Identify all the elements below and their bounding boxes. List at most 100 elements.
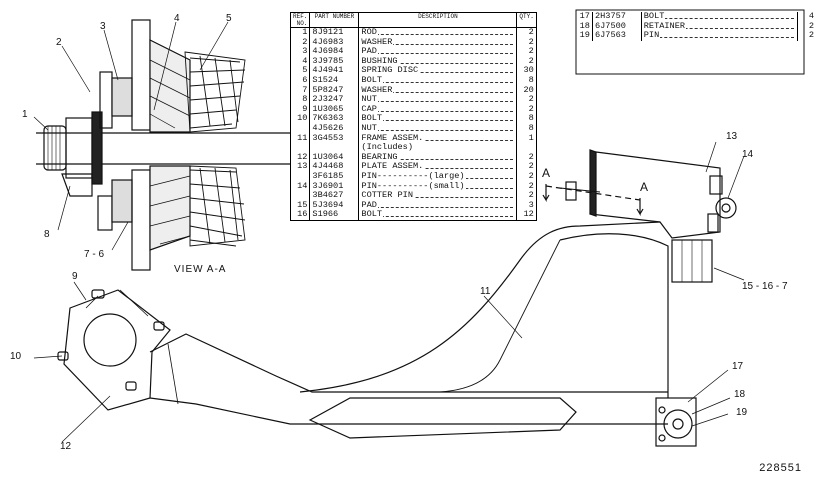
ref-cell: 16 (290, 209, 311, 221)
header-part-number: PART NUMBER (309, 12, 360, 28)
qty-cell: 8 (528, 74, 534, 85)
part-number-cell: 4J4468 (309, 162, 360, 172)
part-number-cell: 6J7500 (592, 21, 642, 32)
qty-cell: 4 (808, 11, 814, 21)
part-number-cell: 2J3247 (309, 95, 360, 105)
ref-cell: 9 (290, 104, 311, 115)
qty-cell: 2 (528, 46, 534, 57)
ref-cell: 14 (290, 181, 311, 192)
description-cell: NUT (358, 123, 518, 134)
part-number-cell: 4J6983 (309, 37, 360, 48)
qty-cell: 2 (528, 180, 534, 191)
ref-cell: 2 (290, 37, 311, 48)
qty-cell: 2 (528, 94, 534, 105)
qty-cell: 2 (528, 103, 534, 114)
callout-10: 10 (10, 351, 22, 362)
description-cell: PIN (641, 31, 799, 41)
ref-cell: 1 (290, 27, 311, 38)
description-cell: BUSHING (358, 56, 518, 67)
ref-cell: 6 (290, 75, 311, 86)
ref-cell: 3 (290, 47, 311, 57)
header-description: DESCRIPTION (358, 12, 518, 28)
callout-9: 9 (72, 271, 78, 282)
description-cell: WASHER (358, 85, 518, 96)
view-caption: VIEW A-A (174, 264, 227, 275)
qty-cell: 2 (528, 36, 534, 47)
part-number-cell: 5P8247 (309, 85, 360, 96)
part-number-cell: 3G4553 (309, 133, 360, 144)
callout-14: 14 (742, 149, 754, 160)
qty-cell: 2 (808, 30, 814, 41)
part-number-cell: 1U3064 (309, 152, 360, 163)
part-number-cell: 1U3065 (309, 104, 360, 115)
ref-cell: 19 (576, 31, 593, 41)
ref-cell (290, 191, 311, 201)
ref-cell: 4 (290, 56, 311, 67)
callout-11: 11 (480, 286, 491, 297)
part-number-cell: S1524 (309, 75, 360, 86)
part-number-cell: 3J9785 (309, 56, 360, 67)
callout-12: 12 (60, 441, 72, 452)
part-number-cell: 3F6185 (309, 171, 360, 182)
ref-cell: 17 (576, 11, 593, 22)
ref-cell: 15 (290, 200, 311, 211)
qty-cell: 12 (523, 209, 534, 220)
description-cell: WASHER (358, 37, 518, 48)
part-number-cell (309, 143, 360, 153)
qty-cell: 2 (808, 20, 814, 31)
part-number-cell: 4J5626 (309, 123, 360, 134)
ref-cell: 11 (290, 133, 311, 144)
ref-cell: 12 (290, 152, 311, 163)
callout-15-16-7: 15 - 16 - 7 (742, 281, 788, 292)
description-cell: RETAINER (641, 21, 799, 32)
qty-cell: 20 (523, 84, 534, 95)
part-number-cell: 8J9121 (309, 27, 360, 38)
qty-cell: 1 (528, 132, 534, 143)
part-number-cell: 5J3694 (309, 200, 360, 211)
qty-cell: 2 (528, 151, 534, 162)
ref-cell (290, 143, 311, 153)
description-cell: PAD (358, 47, 518, 57)
qty-cell: 8 (528, 122, 534, 133)
callout-5: 5 (226, 13, 232, 24)
description-cell: PAD (358, 200, 518, 211)
callout-8: 8 (44, 229, 50, 240)
part-number-cell: 7K6363 (309, 114, 360, 124)
description-cell: FRAME ASSEM. (358, 133, 518, 144)
description-cell: BEARING (358, 152, 518, 163)
part-number-cell: 2H3757 (592, 11, 642, 22)
qty-cell: 2 (528, 170, 534, 181)
table-row: (Includes) (290, 143, 537, 153)
ref-cell (290, 171, 311, 182)
description-cell: BOLT (358, 75, 518, 86)
frame-assembly (33, 141, 745, 447)
description-cell: COTTER PIN (358, 191, 518, 201)
section-view-a-a (33, 19, 290, 271)
qty-cell: 2 (528, 55, 534, 66)
description-cell: PLATE ASSEM. (358, 162, 518, 172)
callout-18: 18 (734, 389, 746, 400)
qty-cell: 2 (528, 27, 534, 37)
part-number-cell: 6J7563 (592, 31, 642, 41)
ref-cell: 13 (290, 162, 311, 172)
description-cell: CAP (358, 104, 518, 115)
callout-19: 19 (736, 407, 748, 418)
ref-cell: 10 (290, 114, 311, 124)
